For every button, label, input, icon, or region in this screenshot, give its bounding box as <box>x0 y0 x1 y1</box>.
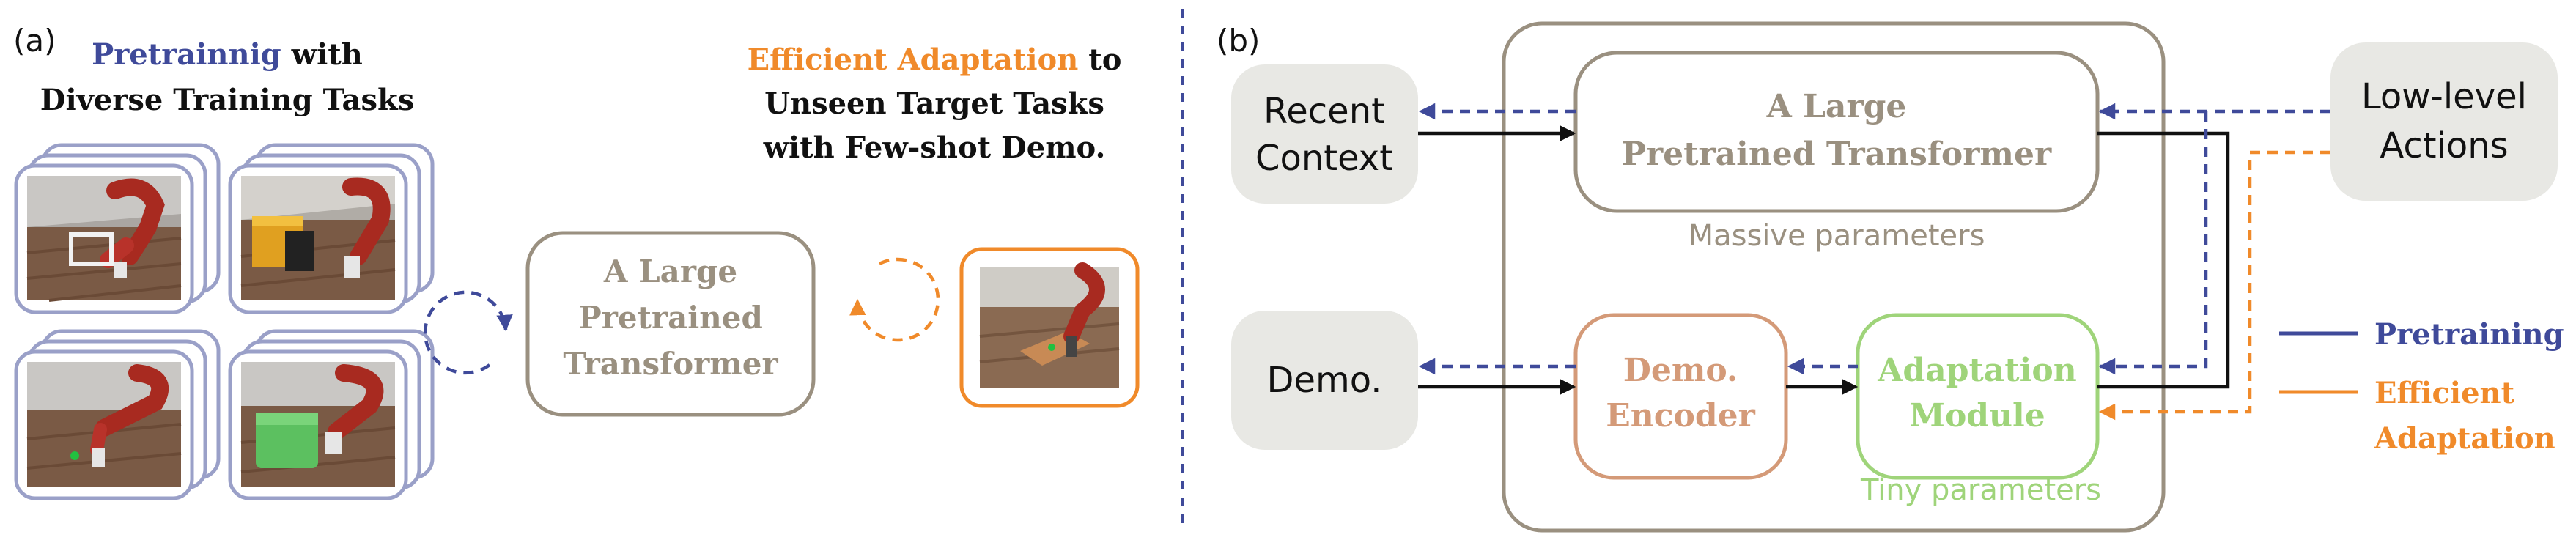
adaptation-gradient-arrows <box>2098 150 2330 421</box>
transformer-box-a <box>525 231 816 417</box>
transformer-a-line3: Transformer <box>563 346 778 382</box>
panel-a-label: (a) <box>13 23 56 59</box>
demo-encoder-line2: Encoder <box>1606 397 1755 434</box>
transformer-box-b <box>1573 51 2100 213</box>
demo-encoder-box <box>1573 313 1788 480</box>
transformer-b-line1: A Large <box>1766 88 1907 125</box>
adapt-cycle-icon <box>849 257 940 342</box>
adapt-title-emph: Efficient Adaptation <box>748 42 1079 77</box>
adapt-title-line2: Unseen Target Tasks <box>764 86 1104 121</box>
legend-adaptation-line1: Efficient <box>2374 376 2515 410</box>
legend: Pretraining Efficient Adaptation <box>2279 317 2564 456</box>
adaptation-module-line1: Adaptation <box>1877 352 2076 389</box>
low-level-actions-box <box>2330 42 2558 201</box>
transformer-a-line1: A Large <box>603 254 737 289</box>
low-level-actions-line2: Actions <box>2380 125 2508 166</box>
low-level-actions-line1: Low-level <box>2361 76 2527 117</box>
adaptation-module-box <box>1856 313 2100 480</box>
recent-context-line2: Context <box>1255 138 1393 179</box>
demo-label: Demo. <box>1266 360 1381 401</box>
training-task-stack-1 <box>14 143 221 314</box>
robot-scene-image <box>241 176 395 300</box>
massive-parameters-caption: Massive parameters <box>1689 219 1985 253</box>
adapt-title-rest: to <box>1078 42 1121 77</box>
adaptation-module-line2: Module <box>1909 397 2045 434</box>
legend-pretraining-label: Pretraining <box>2374 317 2564 352</box>
pretraining-gradient-arrows <box>1418 103 2330 375</box>
recent-context-box <box>1231 64 1418 204</box>
robot-scene-image <box>27 362 181 487</box>
target-task-card <box>959 247 1140 408</box>
adapt-title-line3: with Few-shot Demo. <box>763 130 1106 165</box>
demo-box <box>1231 311 1418 450</box>
robot-scene-image <box>241 362 395 487</box>
pretrain-title-rest: with <box>281 37 363 72</box>
transformer-b-line2: Pretrained Transformer <box>1622 136 2052 173</box>
pretrain-title-line2: Diverse Training Tasks <box>40 83 414 117</box>
forward-arrows <box>1418 125 2230 396</box>
training-task-stack-2 <box>228 143 435 314</box>
pretrain-title-emph: Pretrainnig <box>92 37 281 72</box>
training-task-stack-3 <box>14 329 221 500</box>
panel-b-label: (b) <box>1217 23 1260 59</box>
robot-scene-image <box>27 176 181 300</box>
adapt-title-line1: Efficient Adaptation to <box>748 42 1122 77</box>
model-frame <box>1502 21 2166 533</box>
transformer-a-line2: Pretrained <box>578 300 763 336</box>
training-task-stack-4 <box>228 329 435 500</box>
legend-adaptation-line2: Adaptation <box>2374 421 2555 456</box>
recent-context-line1: Recent <box>1263 91 1385 132</box>
tiny-parameters-caption: Tiny parameters <box>1860 473 2101 507</box>
pretrain-title-line1: Pretrainnig with <box>92 37 363 72</box>
demo-encoder-line1: Demo. <box>1623 352 1738 389</box>
robot-scene-image <box>980 267 1119 388</box>
pretrain-cycle-icon <box>423 290 513 375</box>
